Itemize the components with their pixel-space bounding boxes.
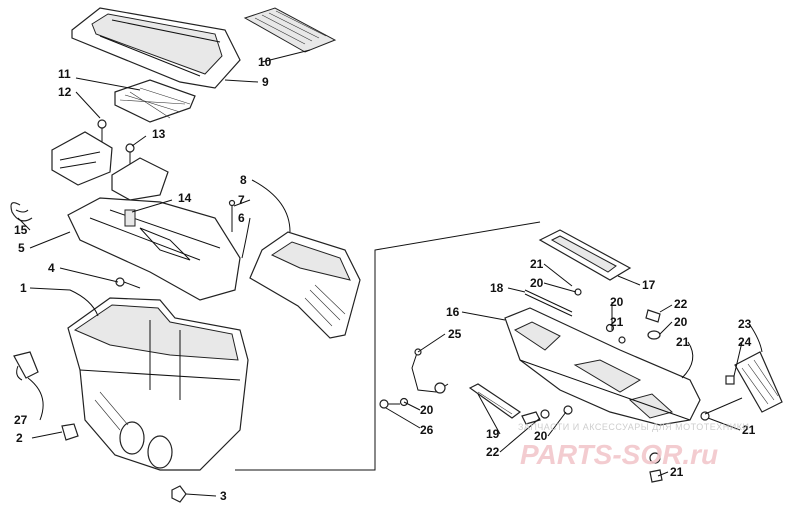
callout-21-mid: 21 (610, 315, 624, 329)
callout-27: 27 (14, 413, 28, 427)
callout-21-right: 21 (676, 335, 690, 349)
callout-10: 10 (258, 55, 272, 69)
part-10-gasket (243, 7, 337, 53)
callout-8: 8 (240, 173, 247, 187)
part-25-bracket (411, 348, 449, 394)
part-23-panel (725, 351, 783, 413)
part-11-filter (114, 79, 196, 123)
callout-1: 1 (20, 281, 27, 295)
callout-20-right: 20 (674, 315, 688, 329)
callout-9: 9 (262, 75, 269, 89)
callout-21-bottom: 21 (670, 465, 684, 479)
callout-16: 16 (446, 305, 460, 319)
callout-11: 11 (58, 67, 71, 81)
callout-labels: 10 9 11 12 13 14 15 5 8 7 6 4 1 27 2 3 2… (14, 55, 756, 503)
part-19-strip (468, 383, 522, 419)
callout-26: 26 (420, 423, 434, 437)
callout-21-top: 21 (530, 257, 544, 271)
callout-19: 19 (486, 427, 500, 441)
part-1-airbox (67, 297, 249, 471)
watermark: ЗАПЧАСТИ И АКСЕССУАРЫ ДЛЯ МОТОТЕХНИКИ PA… (518, 422, 749, 470)
callout-13: 13 (152, 127, 166, 141)
callout-20-left: 20 (420, 403, 434, 417)
watermark-brand: PARTS-SOR.ru (520, 439, 718, 470)
callout-23: 23 (738, 317, 752, 331)
callout-7: 7 (238, 193, 245, 207)
callout-25: 25 (448, 327, 462, 341)
callout-14: 14 (178, 191, 192, 205)
callout-6: 6 (238, 211, 245, 225)
callout-24: 24 (738, 335, 752, 349)
part-electronic-box (51, 131, 113, 186)
watermark-tagline: ЗАПЧАСТИ И АКСЕССУАРЫ ДЛЯ МОТОТЕХНИКИ (518, 422, 749, 432)
part-7-screw (228, 199, 236, 232)
part-16-duct (504, 307, 701, 426)
part-5-base-plate (67, 197, 241, 301)
callout-12: 12 (58, 85, 72, 99)
callout-20-mid: 20 (610, 295, 624, 309)
callout-15: 15 (14, 223, 28, 237)
part-4-screw (115, 277, 141, 289)
callout-21-lower-right: 21 (742, 423, 756, 437)
part-17-gasket (538, 229, 632, 281)
leader-lines (17, 49, 763, 497)
callout-2: 2 (16, 431, 23, 445)
callout-3: 3 (220, 489, 227, 503)
part-26-bolt (379, 397, 409, 409)
part-18-rod (524, 289, 573, 317)
part-13-bracket (111, 143, 169, 201)
callout-5: 5 (18, 241, 25, 255)
callout-22-bottom: 22 (486, 445, 500, 459)
connector-line (235, 221, 541, 471)
callout-20-top: 20 (530, 276, 544, 290)
part-27-latch (13, 351, 39, 381)
part-8-duct (249, 231, 361, 339)
part-2-clip (61, 423, 79, 441)
part-9-lid (71, 7, 241, 89)
callout-20-bottom: 20 (534, 429, 548, 443)
callout-22-top: 22 (674, 297, 688, 311)
part-15-clip (10, 202, 33, 222)
callout-17: 17 (642, 278, 656, 292)
callout-4: 4 (48, 261, 55, 275)
fasteners-lower (521, 405, 710, 483)
part-3-plug (171, 485, 187, 503)
callout-18: 18 (490, 281, 504, 295)
